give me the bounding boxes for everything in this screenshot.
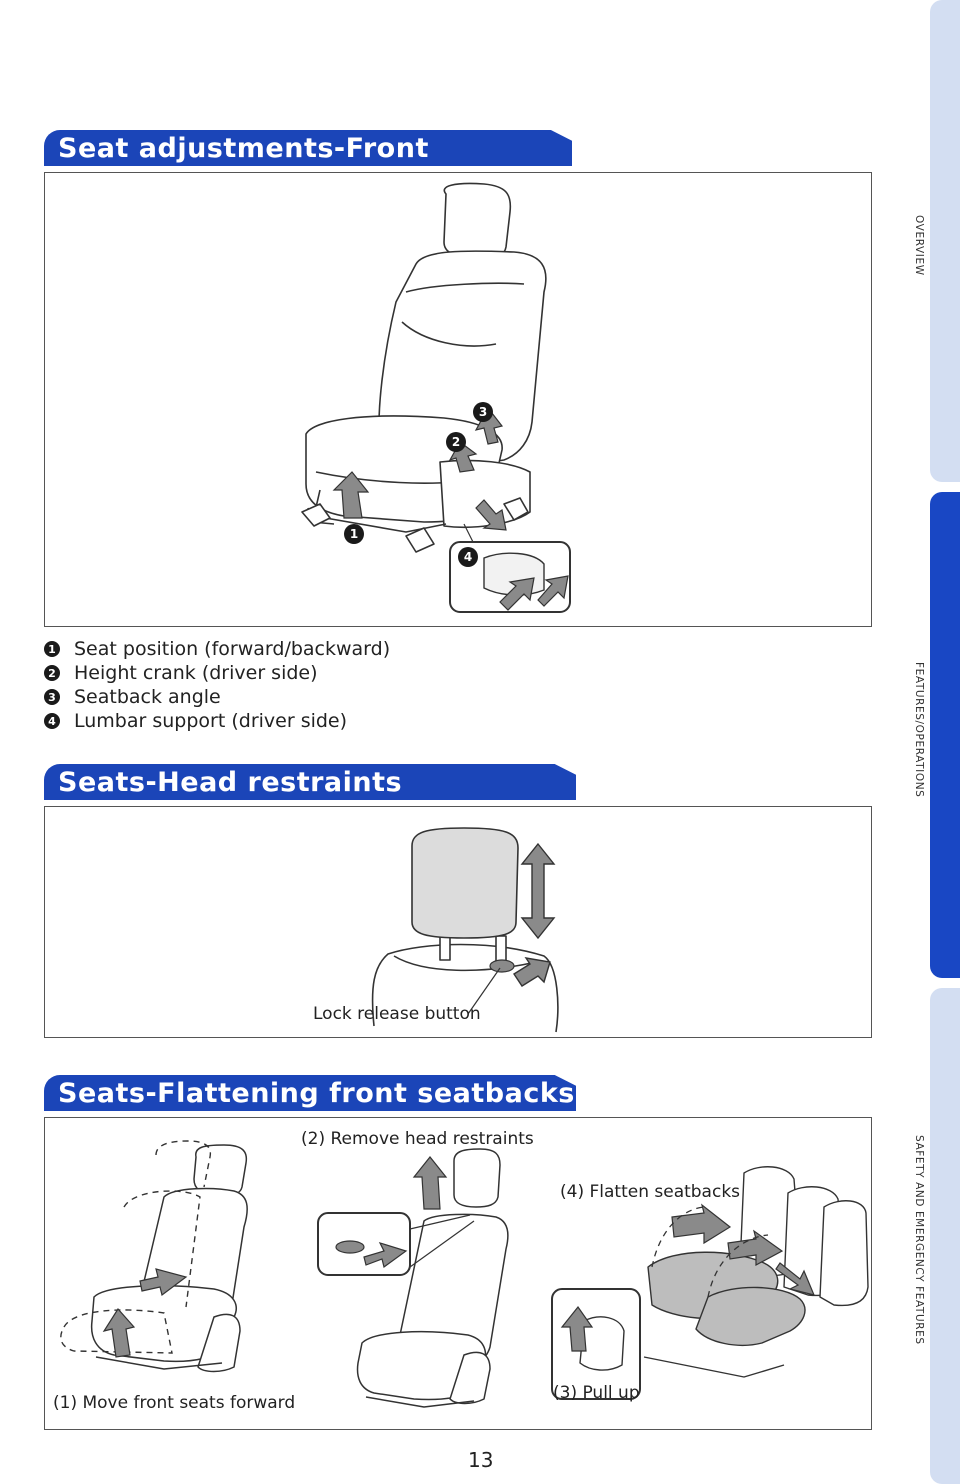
- section-header-front: Seat adjustments-Front: [44, 130, 572, 166]
- legend-badge: 4: [44, 713, 60, 729]
- legend-item: 2 Height crank (driver side): [44, 661, 318, 685]
- legend-text: Seat position (forward/backward): [74, 638, 391, 660]
- legend-text: Height crank (driver side): [74, 662, 318, 684]
- tab-features-operations[interactable]: [930, 492, 960, 978]
- head-restraint-illustration: [371, 827, 559, 1033]
- legend-text: Seatback angle: [74, 686, 221, 708]
- section-title-head: Seats-Head restraints: [58, 767, 403, 798]
- tab-label-overview: OVERVIEW: [913, 214, 925, 276]
- legend-item: 4 Lumbar support (driver side): [44, 709, 347, 733]
- lock-release-label: Lock release button: [313, 1004, 481, 1024]
- front-seat-illustration: 1 2 3 4: [301, 182, 571, 613]
- up-down-arrow: [520, 842, 556, 940]
- section-title-flatten: Seats-Flattening front seatbacks: [58, 1078, 575, 1109]
- marker-2: 2: [452, 435, 460, 449]
- arrow-seatback: [474, 406, 504, 445]
- step-2-caption: (2) Remove head restraints: [301, 1129, 534, 1149]
- tab-safety-emergency[interactable]: [930, 988, 960, 1484]
- arrow-forward-backward: [332, 471, 370, 519]
- legend-item: 3 Seatback angle: [44, 685, 221, 709]
- step-1-caption: (1) Move front seats forward: [53, 1393, 296, 1413]
- legend-badge: 1: [44, 641, 60, 657]
- marker-badges: [344, 402, 493, 567]
- legend-item: 1 Seat position (forward/backward): [44, 637, 390, 661]
- arrow-seatback-release: [475, 499, 507, 531]
- legend-badge: 3: [44, 689, 60, 705]
- tab-label-features-operations: FEATURES/OPERATIONS: [913, 662, 925, 798]
- marker-1: 1: [350, 527, 358, 541]
- step-4-caption: (4) Flatten seatbacks: [560, 1182, 741, 1202]
- page-number: 13: [468, 1448, 494, 1472]
- legend-text: Lumbar support (driver side): [74, 710, 348, 732]
- tab-label-safety-emergency: SAFETY AND EMERGENCY FEATURES: [913, 1135, 925, 1345]
- press-arrow: [513, 957, 551, 987]
- marker-3: 3: [479, 405, 487, 419]
- section-header-flatten: Seats-Flattening front seatbacks: [44, 1075, 576, 1111]
- marker-4: 4: [464, 550, 472, 564]
- legend-badge: 2: [44, 665, 60, 681]
- tab-overview[interactable]: [930, 0, 960, 482]
- flatten-illustration: [60, 1140, 869, 1408]
- section-header-head: Seats-Head restraints: [44, 764, 576, 800]
- step-3-caption: (3) Pull up: [553, 1383, 640, 1403]
- section-title-front: Seat adjustments-Front: [58, 133, 429, 164]
